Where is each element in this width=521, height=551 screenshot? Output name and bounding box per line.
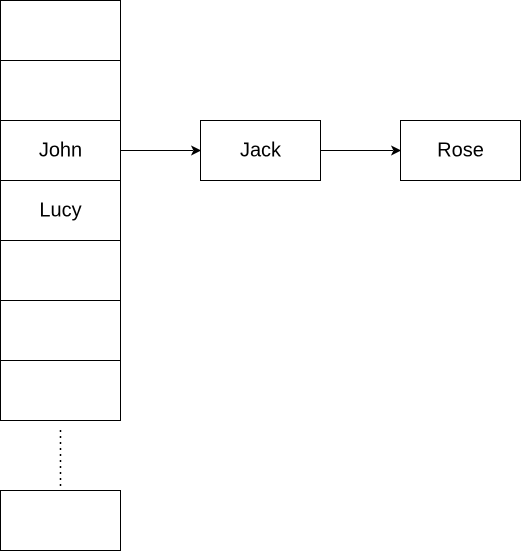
bucket-array: John Lucy xyxy=(0,0,121,551)
bucket-cell-4 xyxy=(0,240,121,301)
bucket-cell-3-box xyxy=(0,180,121,241)
bucket-cell-2: John xyxy=(0,120,121,181)
bucket-cell-5-box xyxy=(0,300,121,361)
bucket-cell-0-box xyxy=(0,0,121,61)
bucket-cell-4-box xyxy=(0,240,121,301)
bucket-cell-3-label: Lucy xyxy=(39,199,81,221)
bucket-cell-3: Lucy xyxy=(0,180,121,241)
linked-chain: Jack Rose xyxy=(120,120,521,181)
bucket-cell-last-box xyxy=(0,490,121,551)
bucket-cell-1 xyxy=(0,60,121,121)
bucket-cell-6-box xyxy=(0,360,121,421)
bucket-cell-2-label: John xyxy=(39,139,82,161)
chain-node-rose-box xyxy=(400,120,521,181)
arrow-jack-to-rose xyxy=(320,145,402,156)
bucket-cell-2-box xyxy=(0,120,121,181)
chain-node-rose: Rose xyxy=(400,120,521,181)
chain-node-jack-label: Jack xyxy=(240,139,282,161)
arrow-john-to-jack-head xyxy=(190,145,202,156)
chain-node-rose-label: Rose xyxy=(437,139,484,161)
arrow-jack-to-rose-head xyxy=(390,145,402,156)
bucket-cell-1-box xyxy=(0,60,121,121)
bucket-cell-0 xyxy=(0,0,121,61)
bucket-cell-5 xyxy=(0,300,121,361)
chain-node-jack: Jack xyxy=(200,120,321,181)
arrow-john-to-jack xyxy=(120,145,202,156)
bucket-cell-last xyxy=(0,490,121,551)
bucket-cell-6 xyxy=(0,360,121,421)
